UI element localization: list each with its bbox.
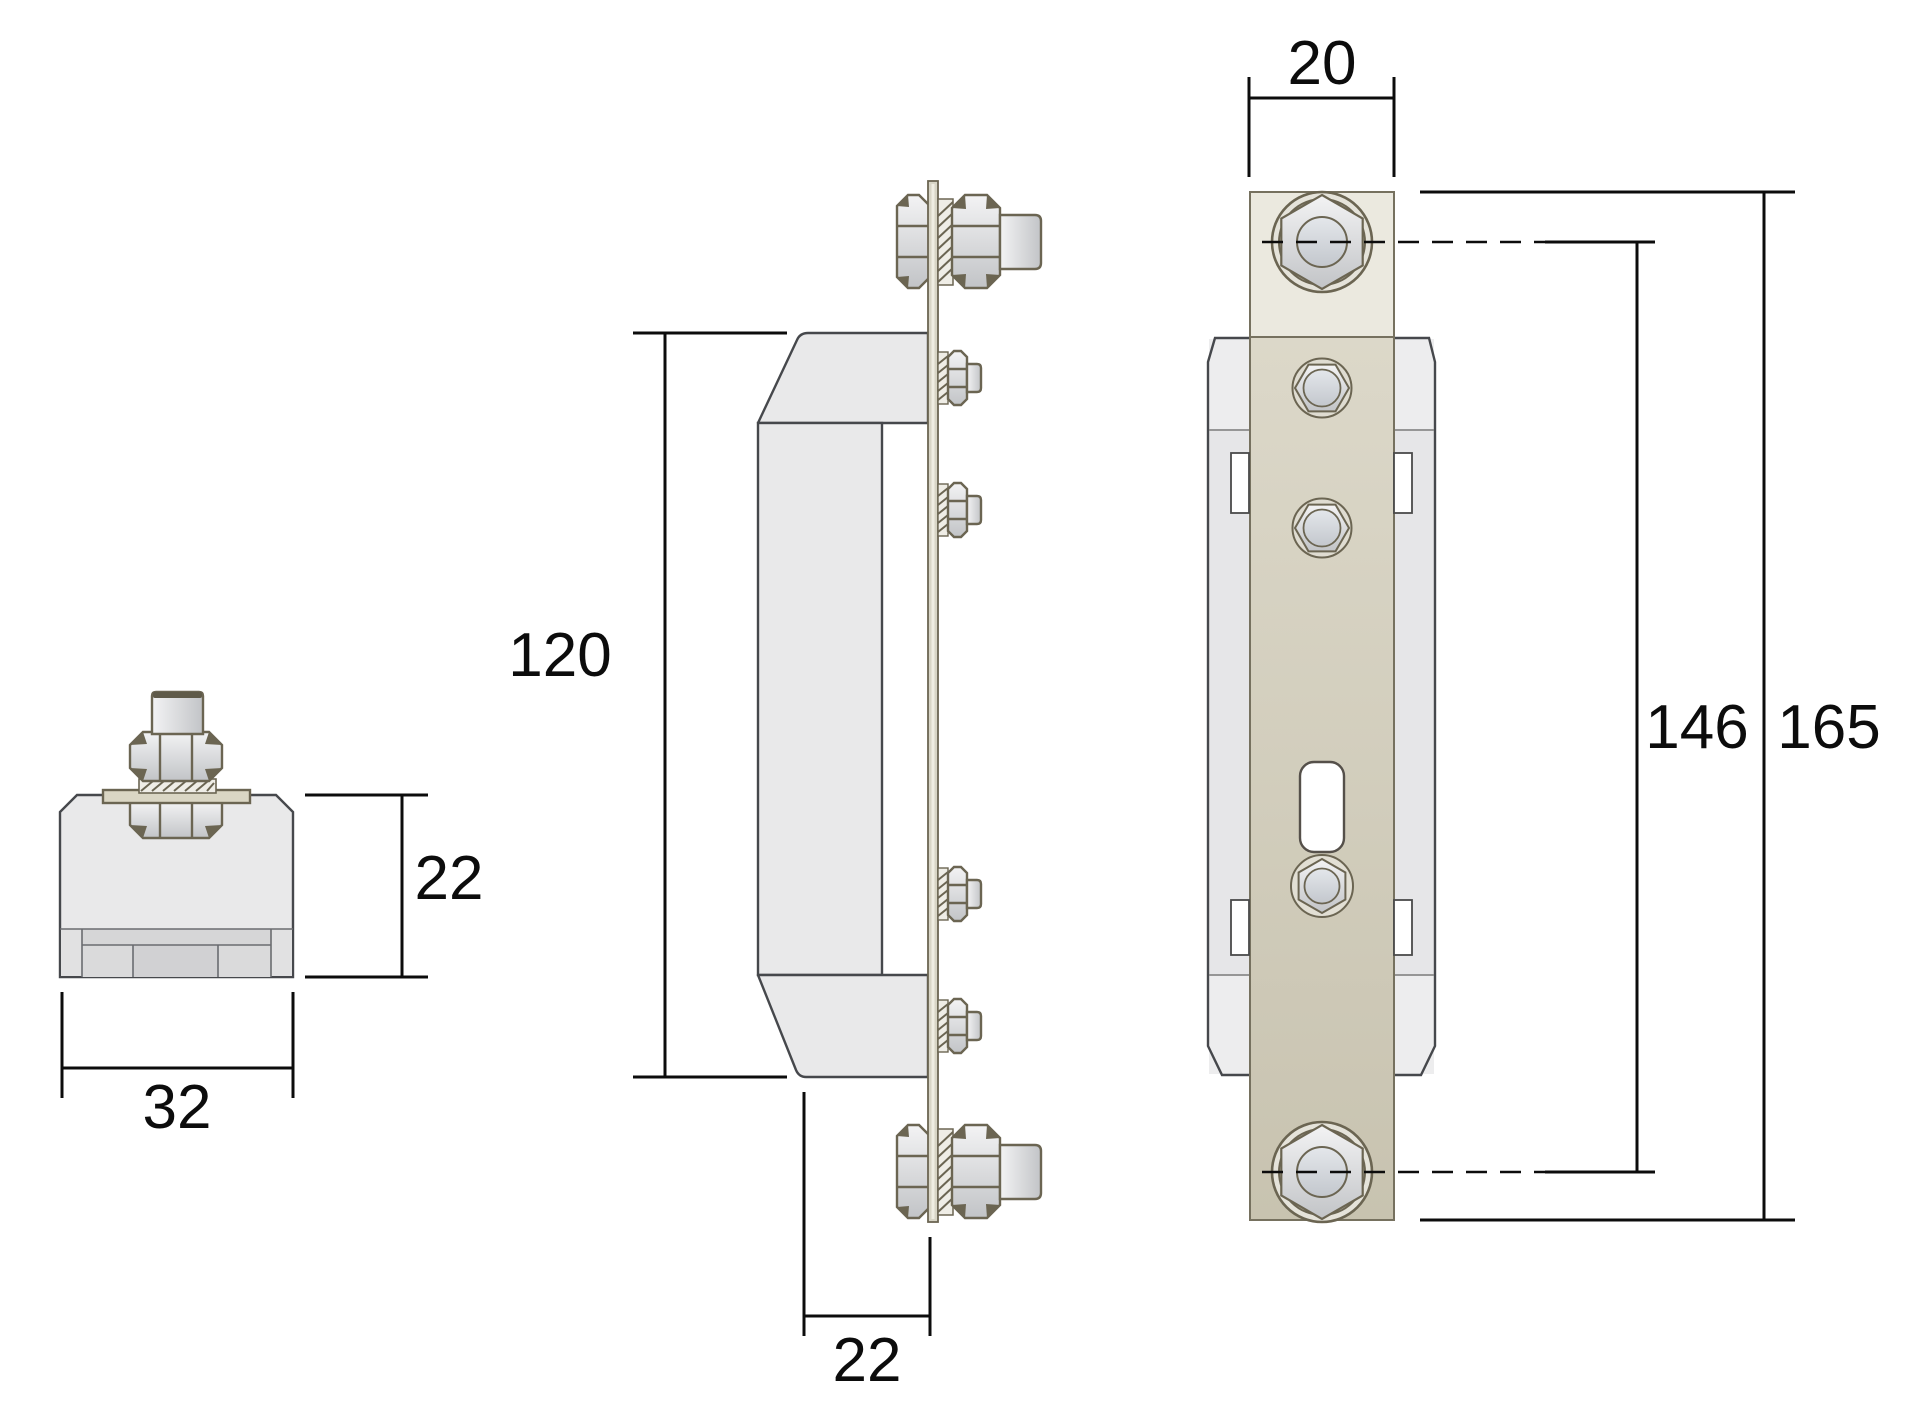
web xyxy=(756,421,884,977)
dim-label-end-width: 32 xyxy=(143,1073,212,1142)
top-bolt-right-nut xyxy=(950,193,1002,290)
dim-end-height: 22 xyxy=(305,793,484,979)
front-hex-nut-1 xyxy=(1291,357,1353,419)
slot-bolt-head xyxy=(1290,854,1354,918)
centerlines xyxy=(1262,240,1545,1174)
small-bolt-2 xyxy=(937,481,983,539)
bottom-flange xyxy=(756,973,930,1079)
lower-hex-nut xyxy=(128,800,224,840)
dim-label-bolt-spacing: 146 xyxy=(1645,693,1748,762)
dim-overall-height: 165 xyxy=(1420,190,1881,1222)
bottom-bolt-threads xyxy=(937,1128,954,1216)
bottom-bolt-boss xyxy=(998,1143,1043,1201)
small-bolt-3 xyxy=(937,865,983,923)
bottom-bolt-right-nut xyxy=(950,1123,1002,1220)
top-bolt-threads xyxy=(937,198,954,286)
dim-label-overall-height: 165 xyxy=(1777,693,1880,762)
front-bottom-bolt-head xyxy=(1270,1120,1374,1224)
threaded-section xyxy=(138,778,217,794)
top-bolt-boss xyxy=(998,213,1043,271)
dim-plate-offset: 22 xyxy=(802,1092,932,1395)
top-bolt-left-nut xyxy=(895,193,932,290)
side-view: 120 22 xyxy=(508,180,1043,1395)
dim-label-strap-width: 20 xyxy=(1288,29,1357,98)
bolt-stub xyxy=(150,690,205,736)
dim-label-side-height: 120 xyxy=(508,621,611,690)
body-slots xyxy=(1230,452,1413,956)
mounting-plate xyxy=(927,180,939,1223)
top-flange xyxy=(756,331,930,425)
front-body-dividers xyxy=(1209,429,1434,976)
upper-hex-nut xyxy=(128,730,224,783)
dim-bolt-spacing: 146 xyxy=(1545,240,1749,1174)
dim-strap-width: 20 xyxy=(1247,29,1396,177)
front-top-bolt-head xyxy=(1270,190,1374,294)
end-view: 22 32 xyxy=(58,690,484,1142)
clamp-jaw-strip xyxy=(60,928,293,977)
front-hex-nut-2 xyxy=(1291,497,1353,559)
adjustment-slot xyxy=(1298,760,1346,854)
bottom-bolt-left-nut xyxy=(895,1123,932,1220)
dim-side-height: 120 xyxy=(508,331,787,1079)
dim-label-plate-offset: 22 xyxy=(833,1326,902,1395)
dim-end-width: 32 xyxy=(60,992,295,1142)
small-bolt-1 xyxy=(937,349,983,407)
dim-label-end-height: 22 xyxy=(415,844,484,913)
front-view: 20 146 165 xyxy=(1206,29,1881,1224)
small-bolt-4 xyxy=(937,997,983,1055)
